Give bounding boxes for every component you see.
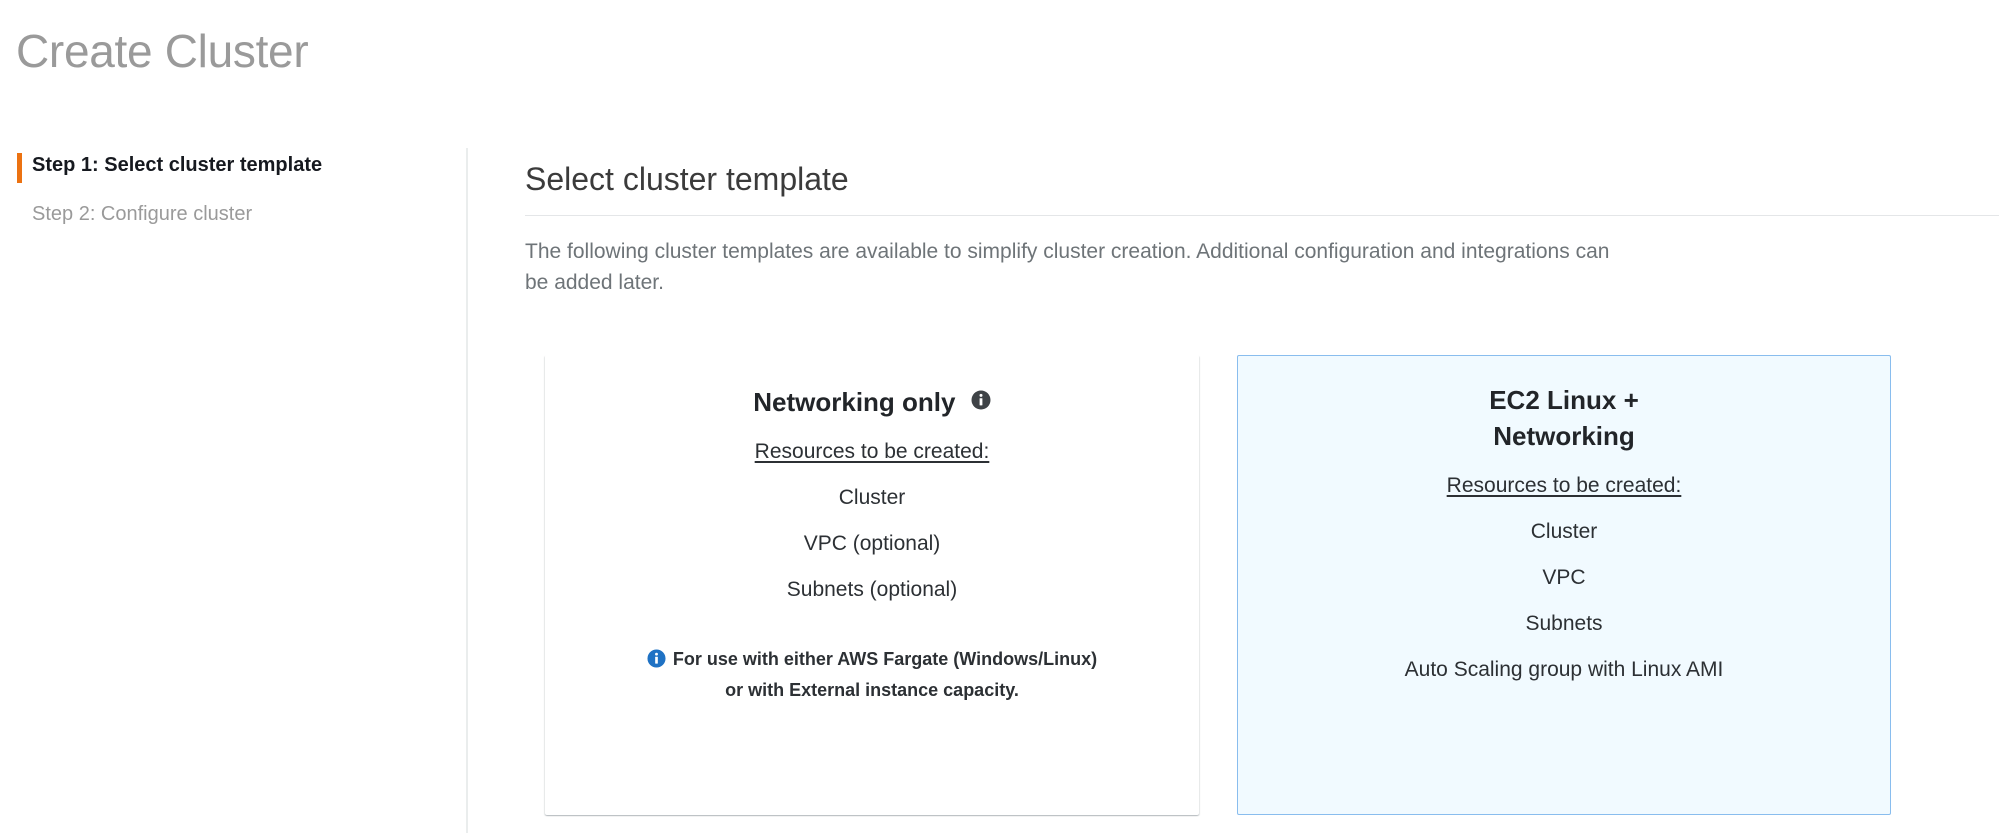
section-heading: Select cluster template bbox=[525, 161, 849, 197]
template-card-networking-only[interactable]: Networking only Resources to be created:… bbox=[545, 355, 1199, 815]
card-title-line-2: Networking bbox=[1493, 421, 1635, 451]
card-title-ec2-linux-networking: EC2 Linux + Networking bbox=[1260, 382, 1868, 454]
resources-label: Resources to be created: bbox=[1446, 474, 1682, 497]
card-body-ec2-linux-networking: Resources to be created: Cluster VPC Sub… bbox=[1260, 472, 1868, 684]
section-description: The following cluster templates are avai… bbox=[525, 240, 1610, 294]
card-note-line-2: or with External instance capacity. bbox=[725, 680, 1019, 701]
card-title-text: Networking only bbox=[753, 387, 956, 418]
main-panel: Select cluster template The following cl… bbox=[470, 148, 1999, 833]
resource-item: Cluster bbox=[838, 486, 906, 510]
resource-item: Cluster bbox=[1530, 520, 1598, 543]
resource-item: VPC bbox=[1542, 566, 1586, 589]
card-note-line-1: For use with either AWS Fargate (Windows… bbox=[672, 649, 1098, 670]
wizard-sidebar: Step 1: Select cluster template Step 2: … bbox=[0, 148, 468, 833]
resource-item: VPC (optional) bbox=[803, 532, 941, 556]
section-divider bbox=[525, 215, 1999, 216]
card-title-networking-only: Networking only bbox=[568, 382, 1176, 420]
resource-item: Subnets (optional) bbox=[786, 578, 958, 602]
page-title: Create Cluster bbox=[16, 25, 309, 77]
info-icon bbox=[647, 648, 666, 676]
card-title-line-1: EC2 Linux + bbox=[1489, 385, 1639, 415]
card-note: For use with either AWS Fargate (Windows… bbox=[568, 645, 1176, 704]
sidebar-step-2[interactable]: Step 2: Configure cluster bbox=[0, 201, 466, 227]
resource-item: Subnets bbox=[1525, 612, 1603, 635]
template-card-ec2-linux-networking[interactable]: EC2 Linux + Networking Resources to be c… bbox=[1237, 355, 1891, 815]
info-icon[interactable] bbox=[971, 383, 991, 419]
resources-label: Resources to be created: bbox=[754, 440, 990, 464]
sidebar-step-1-label: Step 1: Select cluster template bbox=[32, 154, 323, 176]
card-body-networking-only: Resources to be created: Cluster VPC (op… bbox=[568, 438, 1176, 704]
sidebar-step-2-label: Step 2: Configure cluster bbox=[32, 203, 253, 225]
resource-item: Auto Scaling group with Linux AMI bbox=[1404, 658, 1724, 681]
template-card-list: Networking only Resources to be created:… bbox=[545, 355, 1999, 815]
sidebar-step-1[interactable]: Step 1: Select cluster template bbox=[0, 152, 466, 183]
